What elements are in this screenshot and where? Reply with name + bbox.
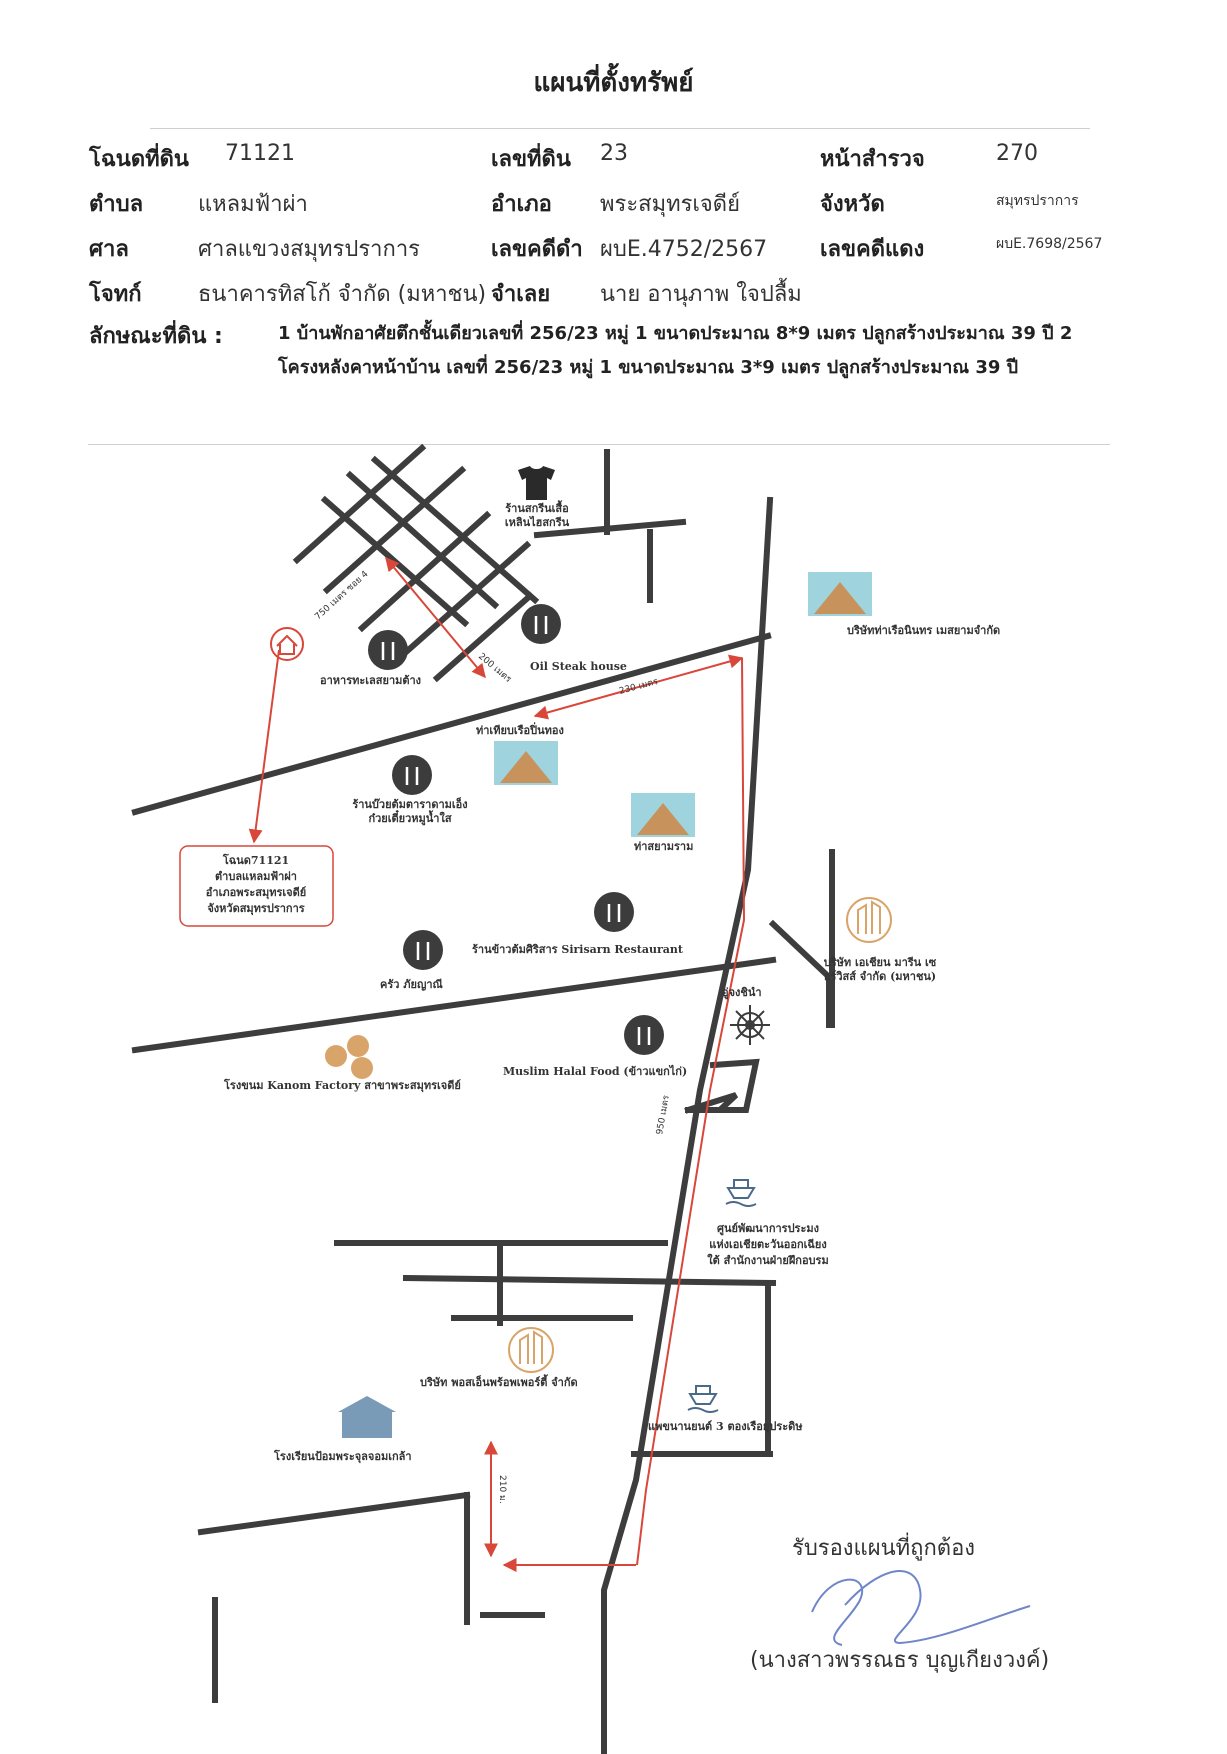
- landmark-label: เหลินไฮสกรีน: [505, 515, 570, 529]
- parcel-note-line: จังหวัดสมุทรปราการ: [207, 902, 304, 916]
- landmark-label: บริษัทท่าเรือนินทร เมสยามจำกัด: [847, 624, 1000, 637]
- black-case-value: ผบE.4752/2567: [600, 237, 768, 262]
- parcel-note-box: [179, 845, 334, 927]
- black-case-label: เลขคดีดำ: [491, 237, 583, 262]
- landmark-label: ท่าเทียบเรือปิ่นทอง: [476, 722, 564, 737]
- map-divider: [88, 444, 1110, 445]
- parcel-note-line: ตำบลแหลมฟ้าผ่า: [215, 870, 297, 883]
- landmark-label: ร้านข้าวต้มศิริสาร Sirisarn Restaurant: [472, 943, 684, 956]
- survey-label: หน้าสำรวจ: [820, 147, 925, 172]
- certifier-name: (นางสาวพรรณธร บุญเกียงวงค์): [750, 1648, 1050, 1673]
- distance-label: 210 ม.: [497, 1475, 507, 1504]
- province-value: สมุทรปราการ: [996, 193, 1079, 209]
- header-divider: [150, 128, 1090, 129]
- landmark-label: ร้านสกรีนเสื้อ: [505, 500, 569, 515]
- tshirt-icon: [518, 466, 555, 500]
- restaurant-icon: [368, 604, 664, 1055]
- land-no-value: 23: [600, 141, 628, 166]
- landmark-label: แพขนานยนต์ 3 ตองเรือยุประดิษ: [648, 1420, 803, 1434]
- district-value: พระสมุทรเจดีย์: [600, 192, 740, 217]
- road: [402, 1274, 777, 1287]
- parcel-note-line: โฉนด71121: [222, 853, 289, 867]
- landmark-label: บริษัท เอเชียน มารีน เซ: [824, 956, 937, 969]
- pier-icon: [494, 572, 872, 837]
- fork-knife-icon: [381, 616, 651, 1045]
- red-case-value: ผบE.7698/2567: [996, 236, 1103, 252]
- route-lines: [248, 556, 746, 1572]
- deed-value: 71121: [225, 141, 295, 166]
- parcel-note-line: อำเภอพระสมุทรเจดีย์: [206, 886, 306, 900]
- landmark-label: Muslim Halal Food (ข้าวแขกไก่): [503, 1064, 687, 1078]
- distance-label: 950 เมตร: [655, 1094, 672, 1135]
- court-label: ศาล: [89, 237, 129, 262]
- land-desc-label: ลักษณะที่ดิน :: [89, 324, 223, 349]
- road: [197, 1491, 471, 1536]
- road: [357, 510, 492, 633]
- subdistrict-value: แหลมฟ้าผ่า: [198, 192, 308, 217]
- landmark-label: Oil Steak house: [530, 660, 627, 673]
- road: [392, 540, 532, 665]
- school-icon: [338, 1396, 396, 1438]
- ship-icon: [687, 1179, 757, 1413]
- road: [601, 496, 774, 1754]
- house-pin-icon: [270, 627, 304, 661]
- road: [322, 465, 467, 595]
- road: [292, 443, 427, 565]
- court-value: ศาลแขวงสมุทรปราการ: [198, 237, 420, 262]
- land-desc-line2: โครงหลังคาหน้าบ้าน เลขที่ 256/23 หมู่ 1 …: [278, 357, 1019, 378]
- landmark-label: อร์วิสส์ จำกัด (มหาชน): [824, 970, 936, 983]
- landmark-label: ก๋วยเตี๋ยวหมูน้ำใส: [368, 809, 451, 826]
- landmark-label: ศูนย์พัฒนาการประมง: [717, 1222, 819, 1236]
- road: [704, 1058, 760, 1113]
- landmark-label: ท่าสยามราม: [634, 840, 693, 853]
- plaintiff-label: โจทก์: [89, 282, 142, 307]
- route-segment: [385, 556, 486, 679]
- signature-icon: [811, 1570, 1031, 1646]
- subdistrict-label: ตำบล: [89, 192, 144, 217]
- distance-label: 230 เมตร: [618, 677, 659, 697]
- distance-labels: 750 เมตร ซอย 4 200 เมตร 230 เมตร 950 เมต…: [313, 569, 672, 1504]
- survey-value: 270: [996, 141, 1038, 166]
- land-no-label: เลขที่ดิน: [491, 147, 571, 172]
- landmark-label: โรงขนม Kanom Factory สาขาพระสมุทรเจดีย์: [223, 1078, 461, 1093]
- page-title: แผนที่ตั้งทรัพย์: [533, 68, 694, 98]
- land-desc-line1: 1 บ้านพักอาศัยตึกชั้นเดียวเลขที่ 256/23 …: [278, 323, 1073, 344]
- landmark-label: ร้านบ๊วยต้มตาราดามเอ็ง: [352, 797, 467, 811]
- certify-text: รับรองแผนที่ถูกต้อง: [792, 1536, 976, 1561]
- road: [131, 956, 777, 1054]
- district-label: อำเภอ: [491, 192, 552, 217]
- province-label: จังหวัด: [820, 192, 885, 217]
- ship-wheel-icon: [730, 1005, 770, 1045]
- landmark-label: อาหารทะเลสยามต้าง: [320, 674, 421, 687]
- route-segment: [248, 649, 280, 844]
- defendant-label: จำเลย: [491, 282, 551, 307]
- parcel-note: โฉนด71121 ตำบลแหลมฟ้าผ่า อำเภอพระสมุทรเจ…: [206, 853, 306, 916]
- plaintiff-value: ธนาคารทิสโก้ จำกัด (มหาชน): [198, 282, 487, 307]
- route-segment: [533, 654, 744, 720]
- landmark-label: โรงเรียนป้อมพระจุลจอมเกล้า: [273, 1449, 412, 1464]
- landmark-label: แห่งเอเชียตะวันออกเฉียง: [709, 1238, 826, 1251]
- red-case-label: เลขคดีแดง: [820, 237, 925, 262]
- landmark-label: บริษัท พอสเอ็นพร้อพเพอร์ตี้ จำกัด: [420, 1374, 578, 1389]
- deed-label: โฉนดที่ดิน: [89, 147, 189, 172]
- cookie-icon: [325, 1035, 373, 1079]
- landmark-label: อู่จงชินำ: [722, 986, 762, 1000]
- defendant-value: นาย อานุภาพ ใจปลื้ม: [600, 282, 802, 307]
- distance-label: 200 เมตร: [476, 652, 513, 685]
- building-icon: [508, 897, 892, 1373]
- route-segment: [636, 657, 746, 1566]
- road: [768, 919, 832, 1028]
- landmark-label: ครัว ภัยญาณี: [380, 978, 444, 991]
- landmark-labels: ร้านสกรีนเสื้อ เหลินไฮสกรีน บริษัทท่าเรื…: [223, 500, 1000, 1464]
- road: [370, 455, 540, 605]
- road-network: [131, 443, 835, 1754]
- landmark-label: ใต้ สำนักงานฝ่ายฝึกอบรม: [707, 1253, 828, 1267]
